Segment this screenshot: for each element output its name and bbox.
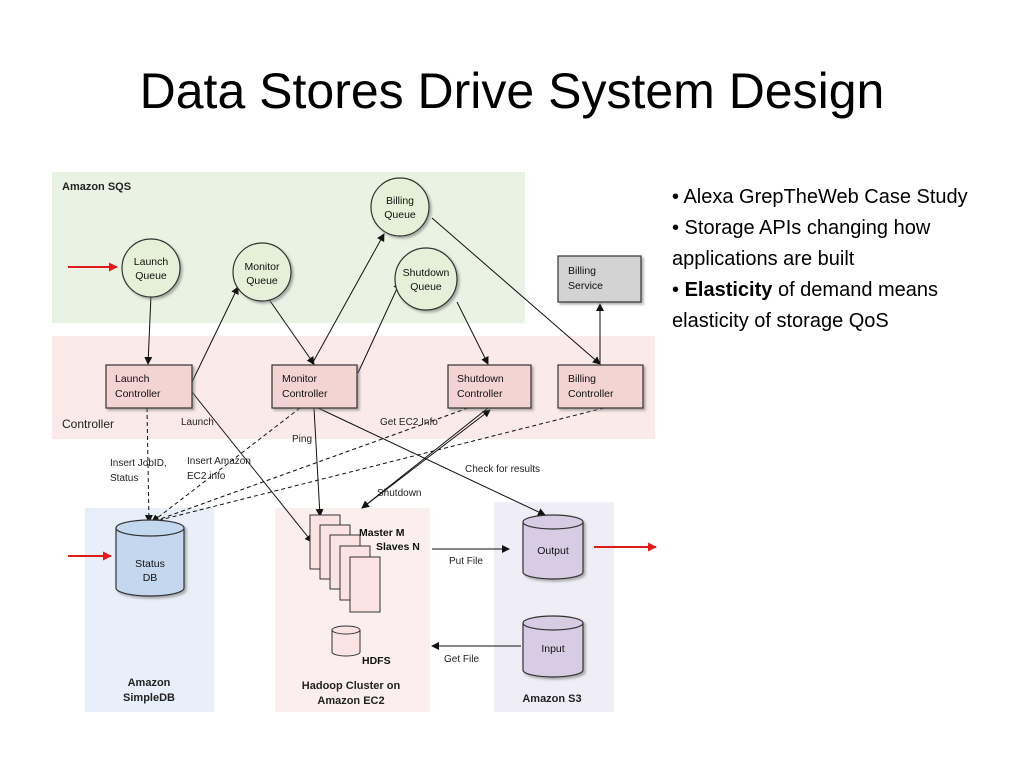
monitor-queue-label-2: Queue — [246, 275, 278, 287]
billing-service-label-1: Billing — [568, 265, 596, 277]
edge-shutdownq-to-shutdownctl — [456, 301, 489, 365]
edge-label-put-file: Put File — [449, 556, 483, 567]
region-label-simpledb-2: SimpleDB — [123, 692, 175, 704]
edge-launchq-to-launchctl — [144, 294, 153, 365]
region-label-s3: Amazon S3 — [522, 693, 581, 705]
monitor-queue: Monitor Queue — [232, 242, 292, 302]
edge-billing-to-db — [151, 407, 605, 525]
cluster-label-2: Slaves N — [376, 541, 420, 553]
monitor-controller-label-1: Monitor — [282, 373, 318, 385]
region-label-sqs: Amazon SQS — [62, 181, 131, 193]
bullet-item: • Alexa GrepTheWeb Case Study — [672, 186, 968, 208]
edge-monitorctl-to-billingq — [311, 233, 385, 365]
billing-controller: Billing Controller — [557, 364, 644, 409]
edge-ping — [313, 407, 324, 517]
hadoop-cluster-nodes — [309, 514, 381, 613]
edge-label-launch: Launch — [181, 417, 214, 428]
output-store-label: Output — [537, 545, 569, 557]
billing-queue: Billing Queue — [370, 177, 430, 237]
cluster-node — [349, 556, 381, 613]
edge-label-insert-jobid-2: Status — [110, 473, 138, 484]
monitor-controller-label-2: Controller — [282, 388, 328, 400]
region-label-hadoop-1: Hadoop Cluster on — [302, 680, 401, 692]
launch-queue-label-2: Queue — [135, 270, 167, 282]
edge-insert-amazon — [151, 407, 301, 523]
hdfs-label: HDFS — [362, 655, 391, 667]
launch-queue: Launch Queue — [121, 238, 181, 298]
bullet-item: • Storage APIs changing how applications… — [672, 217, 931, 270]
hdfs-store — [331, 625, 361, 657]
slide-title: Data Stores Drive System Design — [139, 63, 885, 119]
bullet-text: of demand means elasticity of storage Qo… — [672, 279, 939, 332]
dashed-edges — [144, 407, 605, 525]
status-db-label-2: DB — [143, 572, 158, 584]
billing-queue-label-2: Queue — [384, 209, 416, 221]
edge-check-results — [317, 407, 546, 516]
billing-service: Billing Service — [557, 255, 642, 303]
region-label-simpledb-1: Amazon — [128, 677, 171, 689]
edge-label-ping: Ping — [292, 434, 312, 445]
input-store — [522, 615, 584, 678]
launch-controller-label-1: Launch — [115, 373, 150, 385]
edge-label-shutdown: Shutdown — [377, 488, 421, 499]
shutdown-controller-label-2: Controller — [457, 388, 503, 400]
region-label-hadoop-2: Amazon EC2 — [317, 695, 384, 707]
shutdown-queue: Shutdown Queue — [394, 247, 458, 311]
input-store-label: Input — [541, 643, 564, 655]
billing-controller-label-1: Billing — [568, 373, 596, 385]
region-label-controller: Controller — [62, 417, 114, 431]
edge-insert-jobid — [144, 407, 153, 523]
edge-label-get-ec2-info: Get EC2 Info — [380, 417, 438, 428]
region-amazon-sqs — [52, 172, 525, 323]
billing-service-label-2: Service — [568, 280, 603, 292]
launch-queue-label-1: Launch — [134, 256, 169, 268]
billing-queue-label-1: Billing — [386, 195, 414, 207]
edge-label-insert-amazon-2: EC2 info — [187, 471, 226, 482]
monitor-controller: Monitor Controller — [271, 364, 358, 409]
shutdown-queue-label-1: Shutdown — [403, 267, 450, 279]
edge-billingq-to-billingctl — [431, 217, 601, 365]
status-db — [115, 519, 185, 597]
billing-controller-label-2: Controller — [568, 388, 614, 400]
edge-launchctl-to-monitorq — [191, 286, 239, 383]
edge-label-check-results: Check for results — [465, 464, 540, 475]
launch-controller: Launch Controller — [105, 364, 193, 409]
launch-controller-label-2: Controller — [115, 388, 161, 400]
edge-label-insert-jobid-1: Insert JobID, — [110, 458, 167, 469]
edge-monitorq-to-monitorctl — [267, 297, 315, 365]
cluster-label-1: Master M — [359, 527, 405, 539]
bullet-item: • Elasticity of demand means elasticity … — [672, 279, 939, 332]
bullet-list: • Alexa GrepTheWeb Case Study • Storage … — [672, 182, 992, 337]
shutdown-controller: Shutdown Controller — [447, 364, 532, 409]
edge-launch — [191, 391, 313, 543]
monitor-queue-label-1: Monitor — [244, 261, 280, 273]
edge-shutdown-cluster-to-ctl — [361, 409, 491, 509]
edge-label-insert-amazon-1: Insert Amazon — [187, 456, 251, 467]
status-db-label-1: Status — [135, 558, 165, 570]
edge-label-get-file: Get File — [444, 654, 479, 665]
bullet-emphasis: Elasticity — [684, 279, 773, 301]
edge-monitorctl-to-shutdownq — [357, 281, 401, 374]
shutdown-queue-label-2: Queue — [410, 281, 442, 293]
output-store — [522, 514, 584, 580]
shutdown-controller-label-1: Shutdown — [457, 373, 504, 385]
edges — [144, 217, 604, 650]
